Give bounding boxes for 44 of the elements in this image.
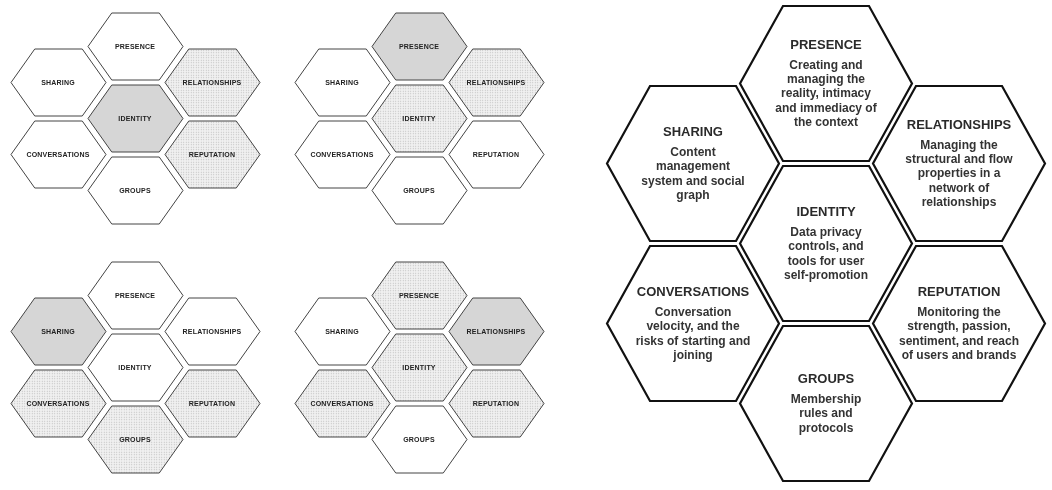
hexagon-title: CONVERSATIONS (636, 283, 750, 299)
hexagon (607, 245, 779, 401)
hexagon (164, 48, 260, 116)
hexagon-description: Content management system and social graph (640, 144, 746, 203)
hexagon (294, 120, 390, 188)
hexagon (87, 84, 183, 152)
hexagon-title: PRESENCE (790, 36, 862, 52)
hexagon (371, 12, 467, 80)
hexagon (10, 120, 106, 188)
hexagon (371, 84, 467, 152)
hexagon (448, 297, 544, 365)
hexagon (873, 245, 1045, 401)
hexagon (164, 369, 260, 437)
hexagon (448, 120, 544, 188)
hexagon (371, 333, 467, 401)
hexagon (448, 48, 544, 116)
hexagon (448, 369, 544, 437)
hexagon (87, 156, 183, 224)
hexagon-description: Monitoring the strength, passion, sentiment, and reach of users and brands (898, 304, 1020, 363)
hexagon (10, 369, 106, 437)
hexagon (10, 297, 106, 365)
hexagon (87, 261, 183, 329)
hexagon (87, 405, 183, 473)
hexagon-description: Membership rules and protocols (789, 391, 863, 436)
hexagon (294, 48, 390, 116)
hexagon-description: Creating and managing the reality, intimacy and immediacy of the context (774, 57, 878, 130)
hexagon-description: Conversation velocity, and the risks of starting and joining (634, 304, 752, 363)
hexagon-title: GROUPS (797, 370, 855, 386)
hexagon (371, 405, 467, 473)
hexagon (294, 297, 390, 365)
hexagon (371, 156, 467, 224)
hexagon (87, 333, 183, 401)
hexagon (164, 120, 260, 188)
hexagon-title: IDENTITY (796, 203, 856, 219)
hexagon (371, 261, 467, 329)
hexagon (10, 48, 106, 116)
hexagon (294, 369, 390, 437)
hexagon-description: Managing the structural and flow properties in a network of relationships (904, 137, 1014, 210)
hexagon-title: REPUTATION (917, 283, 1001, 299)
hexagon-title: SHARING (663, 123, 723, 139)
hexagon (164, 297, 260, 365)
hexagon-title: RELATIONSHIPS (906, 116, 1012, 132)
hexagon (87, 12, 183, 80)
hexagon-description: Data privacy controls, and tools for user self-promotion (783, 224, 869, 283)
